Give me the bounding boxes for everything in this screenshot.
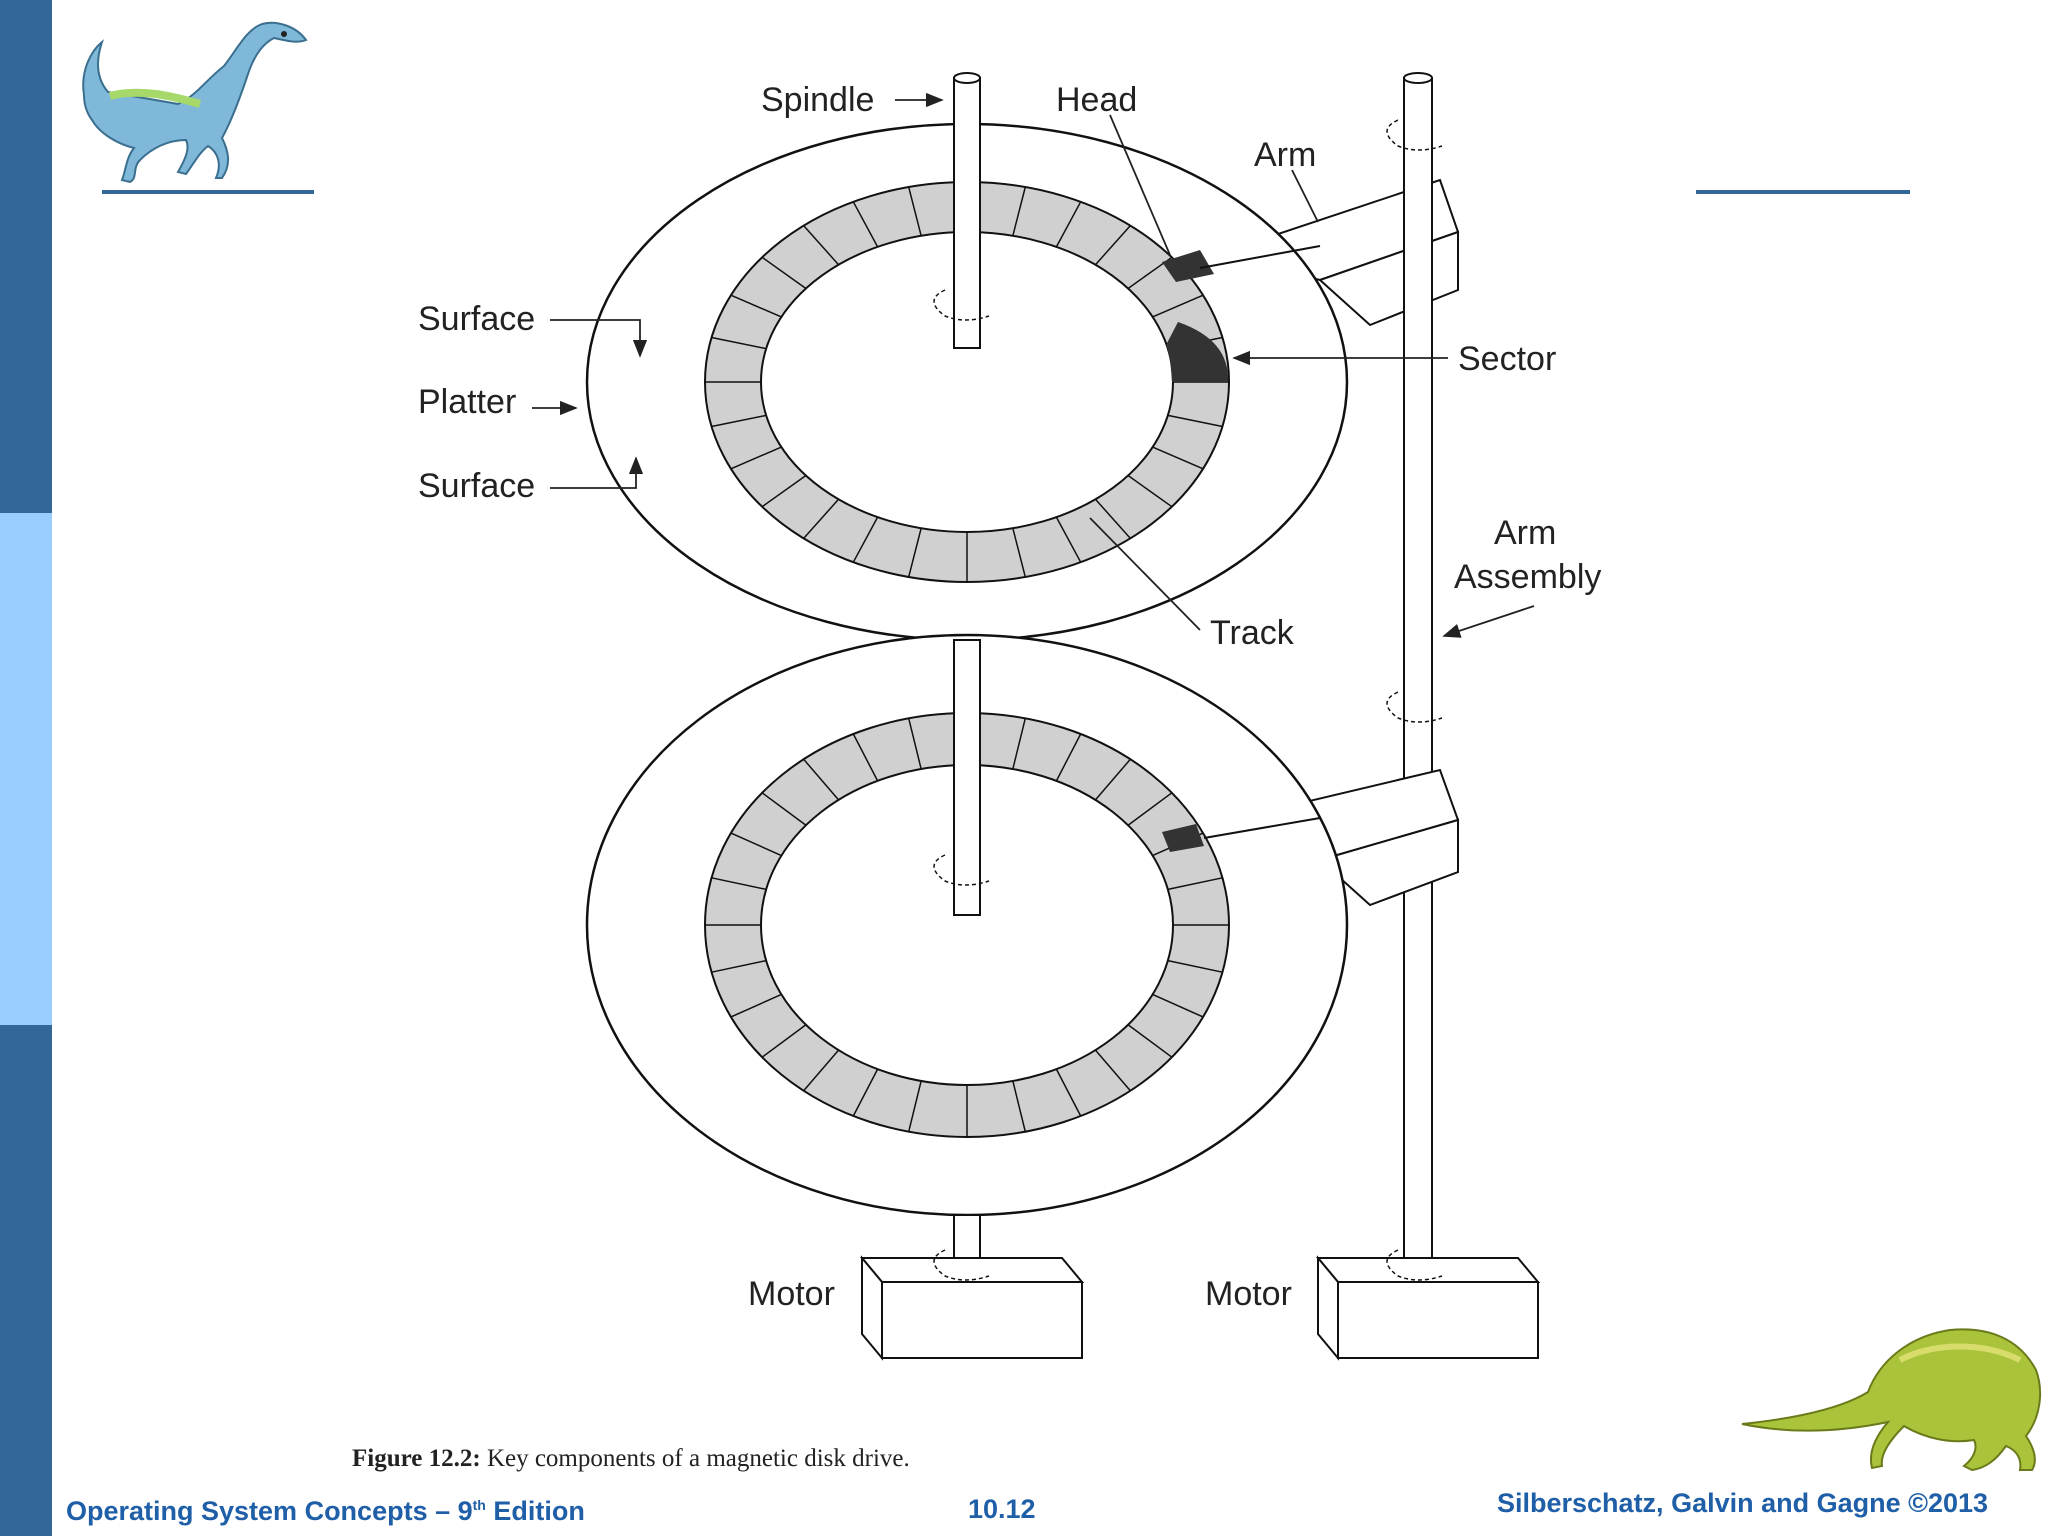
label-arm: Arm (1254, 136, 1316, 174)
dinosaur-icon (82, 21, 308, 184)
label-motor-left: Motor (748, 1275, 835, 1313)
footer-authors: Silberschatz, Galvin and Gagne ©2013 (1497, 1488, 1989, 1518)
figure-caption: Figure 12.2: Key components of a magneti… (352, 1445, 910, 1473)
footer-edition-sup: th (472, 1497, 486, 1513)
dinosaur-icon (1741, 1328, 2042, 1472)
label-arm-assembly-line1: Arm (1494, 514, 1556, 552)
footer-edition-suffix: Edition (485, 1496, 585, 1526)
footer-book-title-text: Operating System Concepts – 9 (66, 1496, 473, 1526)
figure-caption-text: Key components of a magnetic disk drive. (486, 1445, 910, 1472)
sector-highlight (1166, 322, 1229, 382)
label-sector: Sector (1458, 340, 1556, 378)
header-rule-left (102, 190, 314, 194)
label-surface-top: Surface (418, 300, 535, 338)
sidebar-top-block (0, 0, 52, 513)
label-motor-right: Motor (1205, 1275, 1292, 1313)
footer-page-number: 10.12 (968, 1494, 1036, 1524)
motor-right (1315, 1255, 1541, 1361)
label-track: Track (1210, 614, 1295, 652)
sidebar-middle-block (0, 513, 52, 1025)
label-platter: Platter (418, 383, 516, 421)
label-surface-bottom: Surface (418, 467, 535, 505)
figure-number: Figure 12.2: (352, 1445, 481, 1472)
motor-left (859, 1255, 1085, 1361)
footer-book-title: Operating System Concepts – 9th Edition (66, 1496, 585, 1527)
header-rule-right (1696, 190, 1910, 194)
label-spindle: Spindle (761, 81, 874, 119)
sidebar-bottom-block (0, 1025, 52, 1536)
label-head: Head (1056, 81, 1137, 119)
label-arm-assembly-line2: Assembly (1454, 558, 1601, 596)
